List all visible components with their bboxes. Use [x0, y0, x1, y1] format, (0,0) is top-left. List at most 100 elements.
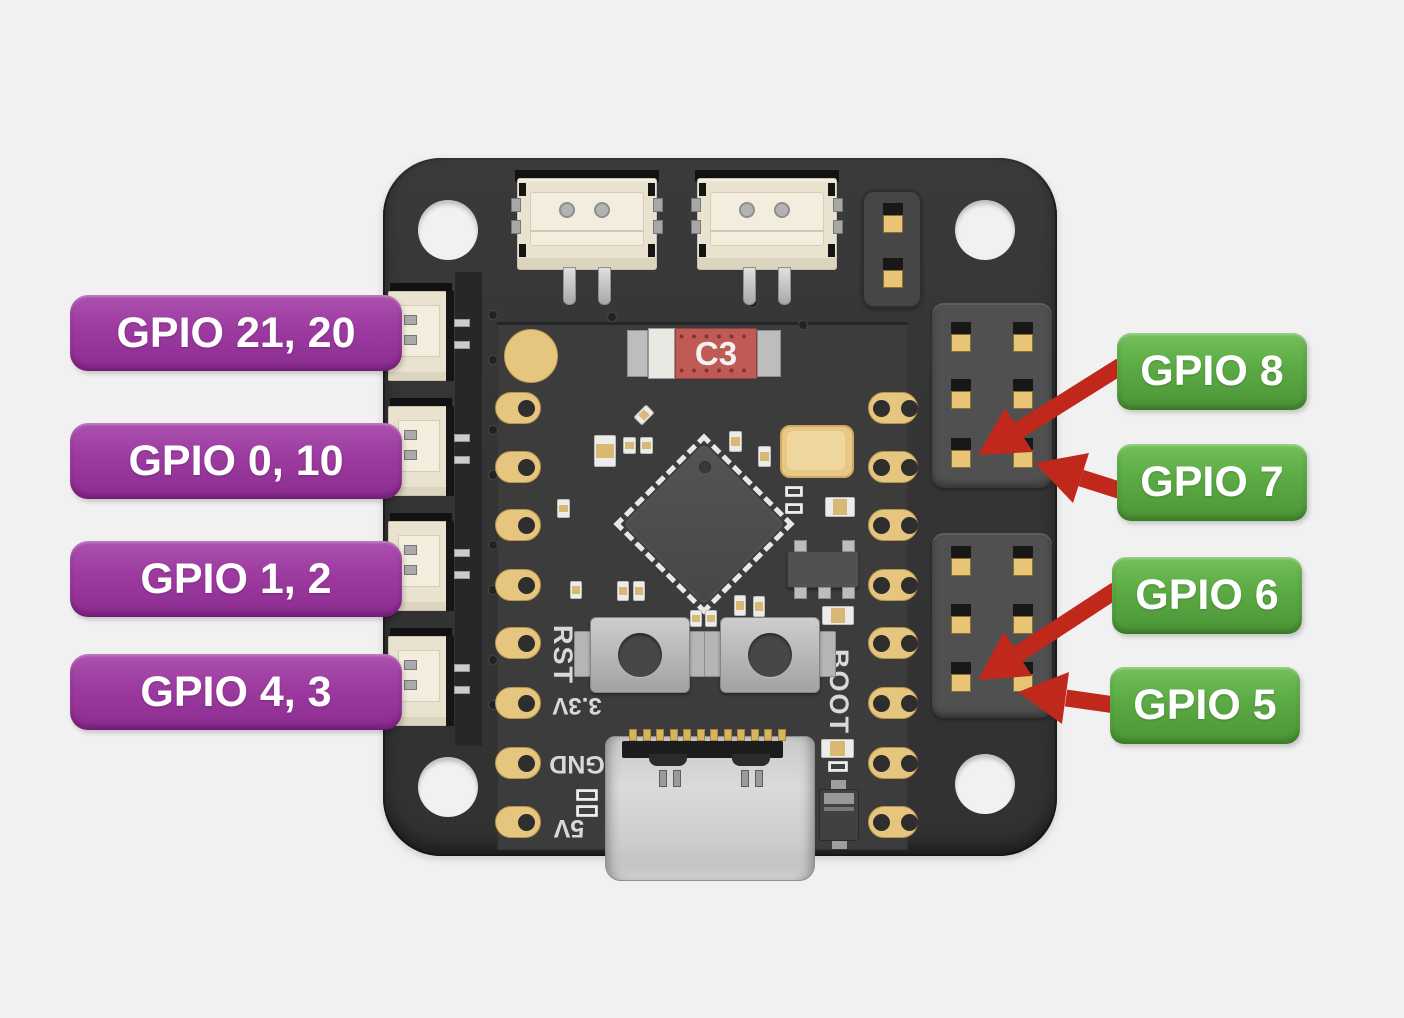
connector-mark: [519, 244, 526, 257]
connector-contact: [404, 565, 417, 575]
mcu-pin1-marker: [699, 461, 711, 473]
pad-hole: [901, 400, 918, 417]
header-pin-pad: [1013, 558, 1033, 576]
header-pin-pad: [1013, 391, 1033, 409]
pad-hole: [518, 755, 535, 772]
connector-clip: [833, 198, 843, 212]
callout-gpio-0-10: GPIO 0, 10: [70, 423, 402, 499]
smd-component: [785, 486, 803, 497]
capacitor-terminal: [627, 330, 648, 377]
usb-c-tongue: [622, 741, 783, 758]
connector-clip: [833, 220, 843, 234]
usb-c-latch: [732, 754, 770, 766]
smd-component: [821, 739, 854, 758]
connector-hole: [594, 202, 610, 218]
via: [488, 425, 498, 435]
solder-pad-right: [868, 627, 918, 659]
mounting-hole: [418, 200, 478, 260]
smd-component: [753, 596, 765, 617]
solder-pad-left: [495, 687, 541, 719]
connector-pin: [454, 319, 470, 327]
connector-clip: [653, 198, 663, 212]
smd-band: [788, 489, 800, 494]
smd-band: [736, 601, 744, 610]
solder-pad-left: [495, 627, 541, 659]
header-pin-notch: [1013, 322, 1033, 334]
smd-component: [734, 595, 746, 616]
callout-gpio-6: GPIO 6: [1112, 557, 1302, 634]
solder-pad-right: [868, 806, 918, 838]
solder-pad-right: [868, 569, 918, 601]
connector-pin: [454, 434, 470, 442]
smd-band: [638, 409, 650, 421]
pad-hole: [518, 577, 535, 594]
pad-hole: [901, 517, 918, 534]
capacitor-pin-dots: [679, 368, 753, 373]
header-pin-pad: [1013, 334, 1033, 352]
header-pin-notch: [951, 546, 971, 558]
usb-c-slot: [755, 770, 763, 787]
connector-hole: [559, 202, 575, 218]
pad-hole: [901, 755, 918, 772]
voltage-regulator: [787, 551, 859, 588]
header-pin-notch: [1013, 438, 1033, 450]
smd-component: [758, 446, 771, 467]
via: [488, 655, 498, 665]
header-pin-notch: [951, 604, 971, 616]
regulator-pin: [842, 540, 855, 552]
diode-stripe: [824, 807, 854, 811]
header-pin-pad: [883, 270, 903, 288]
solder-pad-left: [495, 806, 541, 838]
boot-button-tab: [818, 631, 836, 677]
via: [798, 320, 808, 330]
reset-button-cap: [618, 633, 662, 677]
connector-ridge: [710, 230, 824, 232]
jst-connector-top-right: [691, 170, 843, 306]
header-pin-notch: [883, 203, 903, 215]
usb-c-slot: [741, 770, 749, 787]
connector-plate: [398, 420, 440, 472]
smd-band: [830, 608, 846, 623]
silkscreen-rst: RST: [548, 625, 578, 685]
pad-hole: [873, 755, 890, 772]
usb-c-latch: [649, 754, 687, 766]
pad-hole: [873, 459, 890, 476]
capacitor-pin-dots: [679, 334, 753, 339]
solder-pad-right: [868, 687, 918, 719]
connector-mark: [519, 183, 526, 196]
connector-contact: [404, 660, 417, 670]
connector-pin: [743, 267, 756, 305]
header-pin-pad: [951, 558, 971, 576]
callout-gpio-7: GPIO 7: [1117, 444, 1307, 521]
solder-pad-left: [495, 451, 541, 483]
connector-mark: [648, 183, 655, 196]
connector-edge: [446, 291, 454, 381]
header-pin-pad: [951, 391, 971, 409]
connector-contact: [404, 450, 417, 460]
solder-pad-right: [868, 747, 918, 779]
pad-hole: [873, 517, 890, 534]
connector-clip: [653, 220, 663, 234]
pad-hole: [901, 814, 918, 831]
regulator-pin: [842, 587, 855, 599]
connector-pin: [778, 267, 791, 305]
solder-pad-left: [495, 569, 541, 601]
callout-gpio-1-2: GPIO 1, 2: [70, 541, 402, 617]
solder-pad-right: [868, 451, 918, 483]
pad-hole: [518, 635, 535, 652]
mounting-hole: [955, 754, 1015, 814]
smd-component: [705, 610, 717, 627]
smd-band: [731, 437, 740, 446]
pin-header-block-lower: [932, 533, 1052, 718]
capacitor-terminal: [757, 330, 781, 377]
usb-c-pin: [723, 729, 732, 741]
smd-band: [755, 602, 763, 611]
header-pin-notch: [1013, 662, 1033, 674]
header-pin-notch: [883, 258, 903, 270]
usb-c-slot: [659, 770, 667, 787]
smd-band: [635, 587, 643, 595]
smd-component: [822, 606, 854, 625]
smd-band: [833, 499, 847, 515]
mounting-hole: [418, 757, 478, 817]
header-pin-pad: [1013, 616, 1033, 634]
